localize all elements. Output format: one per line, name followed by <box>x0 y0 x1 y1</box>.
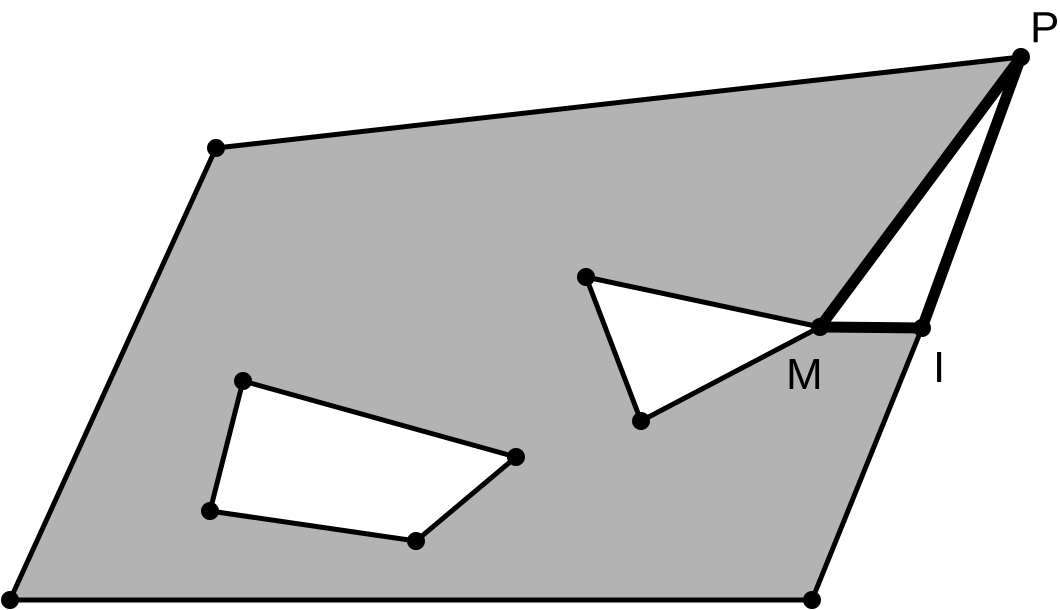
vertex-labels-group: P M I <box>786 3 1059 399</box>
vertex-dot <box>811 318 829 336</box>
vertex-dot <box>913 319 931 337</box>
vertex-dot <box>207 139 225 157</box>
vertex-label-m: M <box>786 350 823 399</box>
vertex-dot <box>407 532 425 550</box>
quadrilateral-hole <box>210 381 516 541</box>
triangular-hole <box>586 277 820 421</box>
vertex-dot <box>577 268 595 286</box>
visibility-triangle-outline <box>809 53 1027 334</box>
vertex-dot <box>507 448 525 466</box>
vertex-dots-group <box>1 48 1030 609</box>
vertex-dot <box>1 591 19 609</box>
vertex-dot <box>234 372 252 390</box>
triangular-hole-outline <box>583 274 823 424</box>
vertex-dot <box>1012 48 1030 66</box>
vertex-label-i: I <box>933 343 945 392</box>
vertex-label-p: P <box>1030 3 1059 52</box>
vertex-dot <box>201 502 219 520</box>
vertex-dot <box>632 412 650 430</box>
vertex-dot <box>803 591 821 609</box>
